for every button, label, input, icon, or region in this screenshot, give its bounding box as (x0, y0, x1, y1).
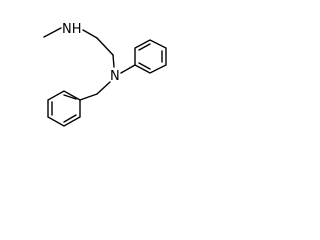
phenyl-double-bond-3 (138, 62, 151, 70)
molecule-structure-diagram: NH N (43, 22, 167, 127)
phenyl-ring (134, 39, 167, 74)
phenyl-double-bond-1 (138, 43, 151, 51)
bond-ch2-ch2 (96, 37, 114, 56)
atom-label-n: N (110, 69, 120, 84)
bond-methyl-nh (43, 27, 62, 38)
bond-n-benzyl-ch2 (96, 81, 111, 95)
atom-label-nh: NH (62, 22, 82, 37)
bond-nh-ch2 (82, 29, 98, 39)
bond-n-phenyl (120, 64, 136, 74)
bond-ch2-n (112, 54, 115, 68)
benzyl-ring (47, 90, 81, 127)
bond-benzyl-ch2-ring (79, 93, 98, 101)
phenyl-ring-outline (134, 39, 167, 74)
benzyl-double-bond-3 (63, 114, 77, 123)
benzyl-ring-outline (47, 90, 81, 127)
benzyl-double-bond-1 (63, 94, 77, 100)
